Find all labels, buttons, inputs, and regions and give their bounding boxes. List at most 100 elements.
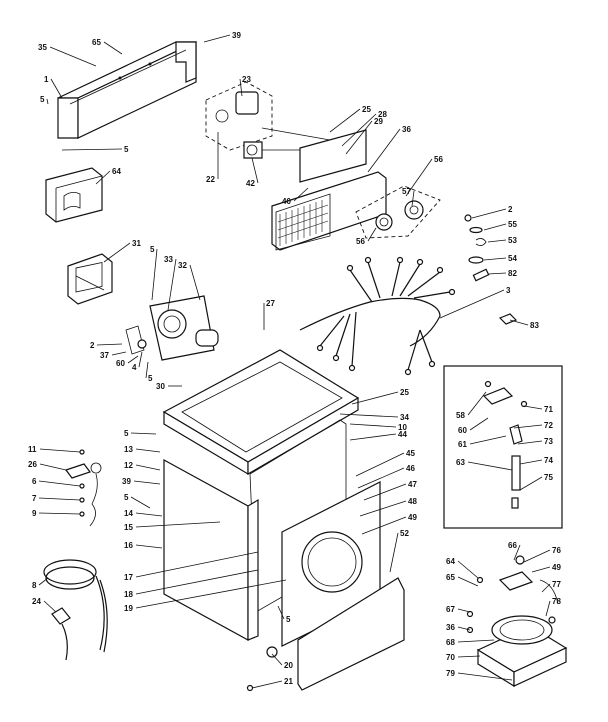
part-number-callout: 61 <box>458 440 467 449</box>
part-number-callout: 1 <box>44 75 49 84</box>
part-number-callout: 68 <box>446 638 455 647</box>
part-number-callout: 70 <box>446 653 455 662</box>
part-number-callout: 65 <box>92 38 101 47</box>
part-number-callout: 24 <box>32 597 41 606</box>
leader-line <box>39 448 81 453</box>
leader-line <box>39 463 67 471</box>
part-number-callout: 78 <box>552 597 561 606</box>
leader-line <box>457 672 513 681</box>
leader-line <box>523 549 551 563</box>
leader-line <box>293 187 309 202</box>
leader-line <box>61 148 123 151</box>
leader-line <box>135 569 259 595</box>
leader-line <box>405 158 433 197</box>
part-number-callout: 76 <box>552 546 561 555</box>
part-number-callout: 5 <box>148 374 153 383</box>
part-number-callout: 3 <box>506 286 511 295</box>
part-number-callout: 79 <box>446 669 455 678</box>
leader-line <box>467 391 487 416</box>
part-number-callout: 71 <box>544 405 553 414</box>
leader-line <box>519 459 543 465</box>
leader-line <box>135 464 161 471</box>
leader-line <box>483 257 507 261</box>
part-number-callout: 5 <box>286 615 291 624</box>
leader-line <box>349 433 397 441</box>
part-number-callout: 5 <box>124 429 129 438</box>
leader-line <box>457 626 471 631</box>
leader-line <box>367 128 401 173</box>
cabinet <box>162 349 405 692</box>
leader-line <box>351 391 399 405</box>
leader-line <box>130 432 157 435</box>
leader-line <box>130 496 151 509</box>
leader-line <box>103 242 131 263</box>
leader-lines <box>38 34 551 689</box>
part-number-callout: 21 <box>284 677 293 686</box>
leader-line <box>519 476 543 491</box>
leader-line <box>127 355 139 364</box>
pump-bracket <box>125 295 219 361</box>
leader-line <box>145 361 149 379</box>
leader-line <box>135 544 163 549</box>
bracket-part <box>45 167 103 223</box>
part-number-callout: 64 <box>112 167 121 176</box>
part-number-callout: 57 <box>402 187 411 196</box>
small-hardware <box>464 214 518 325</box>
leader-line <box>38 577 49 586</box>
leader-line <box>251 157 259 184</box>
part-number-callout: 65 <box>446 573 455 582</box>
leader-line <box>239 78 243 97</box>
part-number-callout: 83 <box>530 321 539 330</box>
leader-line <box>50 78 63 99</box>
part-number-callout: 4 <box>132 363 137 372</box>
part-number-callout: 39 <box>122 477 131 486</box>
leader-line <box>135 551 259 578</box>
part-number-callout: 36 <box>402 125 411 134</box>
part-number-callout: 30 <box>156 382 165 391</box>
part-number-callout: 54 <box>508 254 517 263</box>
part-number-callout: 10 <box>398 423 407 432</box>
console-rail <box>57 41 197 139</box>
leader-line <box>135 448 161 453</box>
part-number-callout: 74 <box>544 456 553 465</box>
part-number-callout: 56 <box>356 237 365 246</box>
part-number-callout: 2 <box>90 341 95 350</box>
part-number-callout: 56 <box>434 155 443 164</box>
leader-line <box>457 639 495 643</box>
leader-line <box>457 608 471 613</box>
part-number-callout: 52 <box>400 529 409 538</box>
leader-line <box>271 653 283 666</box>
leader-line <box>361 516 407 535</box>
part-number-callout: 60 <box>458 426 467 435</box>
leader-line <box>111 351 127 356</box>
part-number-callout: 73 <box>544 437 553 446</box>
control-console <box>271 129 387 251</box>
wiring-harness <box>299 256 456 376</box>
vent-part <box>67 253 113 305</box>
part-number-callout: 63 <box>456 458 465 467</box>
part-number-callout: 36 <box>446 623 455 632</box>
leader-line <box>251 680 283 689</box>
drain-hose <box>43 559 108 661</box>
detail-inset <box>443 365 563 529</box>
control-knobs <box>355 185 441 239</box>
part-number-callout: 75 <box>544 473 553 482</box>
part-number-callout: 8 <box>32 581 37 590</box>
part-number-callout: 33 <box>164 255 173 264</box>
leader-line <box>457 560 479 579</box>
part-number-callout: 12 <box>124 461 133 470</box>
leader-line <box>509 319 529 326</box>
part-number-callout: 25 <box>400 388 409 397</box>
leader-line <box>469 417 489 431</box>
part-number-callout: 20 <box>284 661 293 670</box>
leader-line <box>487 239 507 243</box>
leader-line <box>46 98 49 105</box>
part-number-callout: 58 <box>456 411 465 420</box>
leader-line <box>38 480 81 487</box>
part-number-callout: 82 <box>508 269 517 278</box>
leader-line <box>469 435 507 445</box>
leader-line <box>345 120 373 155</box>
part-number-callout: 13 <box>124 445 133 454</box>
part-number-callout: 48 <box>408 497 417 506</box>
